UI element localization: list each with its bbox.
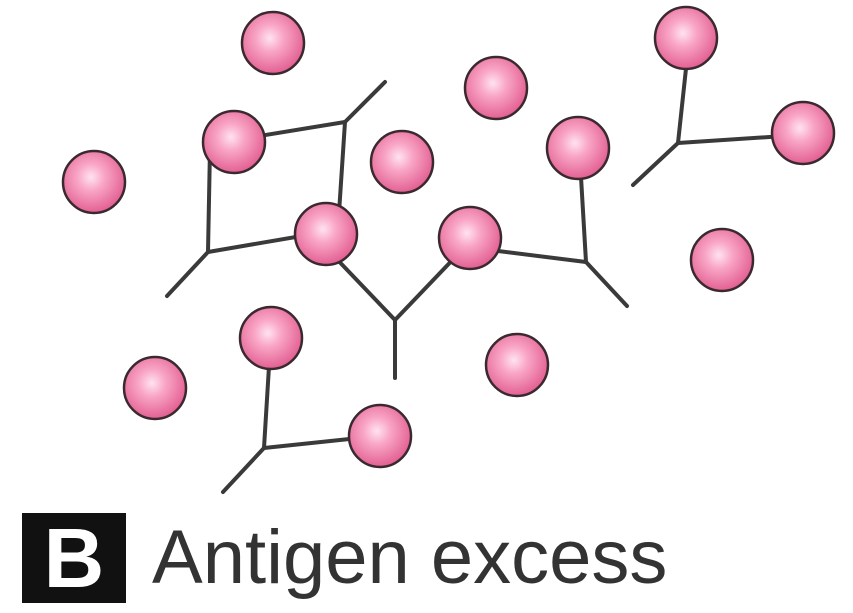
panel-letter-box: B bbox=[22, 513, 126, 603]
antigen bbox=[484, 332, 550, 398]
antigen bbox=[545, 115, 611, 181]
antigen bbox=[369, 129, 435, 195]
antibody-arm bbox=[165, 250, 210, 298]
antibody-complex-right-middle bbox=[488, 158, 629, 308]
antibody-y-center bbox=[328, 248, 464, 380]
antigen bbox=[61, 149, 127, 215]
antibody-stem bbox=[631, 141, 680, 187]
antigen bbox=[238, 305, 304, 371]
panel-label: B Antigen excess bbox=[22, 512, 667, 604]
antigen bbox=[437, 205, 503, 271]
antibody-arm bbox=[488, 248, 588, 264]
antigen bbox=[240, 10, 306, 76]
antibody-arm bbox=[343, 80, 387, 124]
antibody-stem bbox=[221, 446, 266, 494]
antigen bbox=[122, 355, 188, 421]
panel-caption: Antigen excess bbox=[152, 515, 668, 600]
antigen bbox=[689, 227, 755, 293]
panel-letter: B bbox=[43, 511, 105, 605]
antigens bbox=[61, 5, 836, 469]
antigen bbox=[463, 55, 529, 121]
antibody-arm bbox=[206, 146, 212, 254]
antigen bbox=[653, 5, 719, 71]
antibody-arm bbox=[328, 250, 397, 322]
antibody-stem bbox=[584, 260, 629, 308]
antigen bbox=[201, 109, 267, 175]
antigen bbox=[347, 403, 413, 469]
antigen bbox=[293, 201, 359, 267]
antigen bbox=[770, 100, 836, 166]
